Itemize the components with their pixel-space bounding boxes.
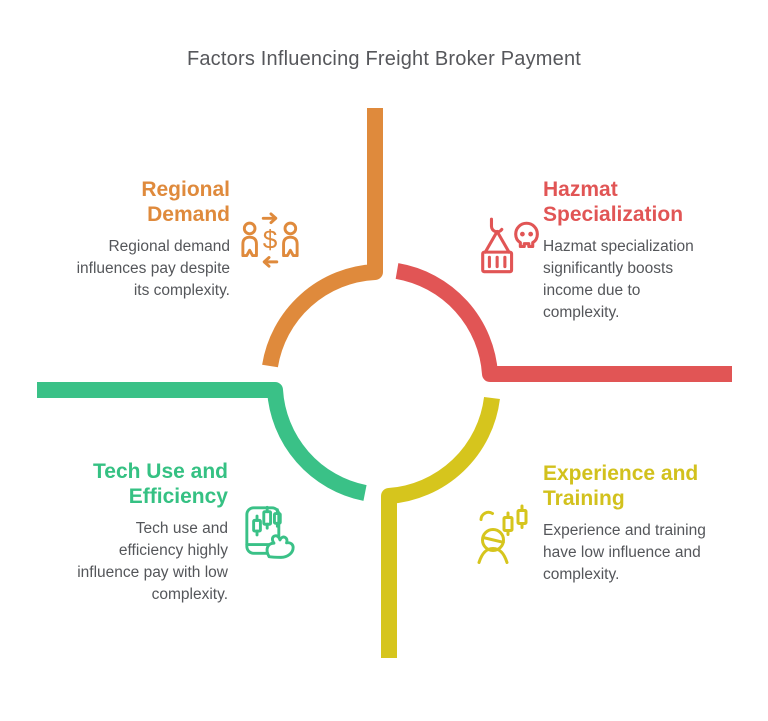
tech-use-efficiency-heading: Tech Use and Efficiency — [93, 460, 228, 508]
hazmat-specialization-body: Hazmat specialization significantly boos… — [543, 238, 694, 321]
person-candlestick-icon — [473, 503, 537, 567]
svg-text:$: $ — [263, 224, 278, 254]
experience-training-heading: Experience and Training — [543, 462, 699, 510]
tech-use-efficiency-body: Tech use and efficiency highly influence… — [77, 520, 228, 603]
experience-training-body: Experience and training have low influen… — [543, 522, 706, 583]
page-title: Factors Influencing Freight Broker Payme… — [186, 48, 582, 70]
quadrant-regional-demand: Regional Demand Regional demand influenc… — [30, 177, 230, 302]
orange-segment-arc — [262, 108, 383, 368]
regional-demand-heading: Regional Demand — [141, 178, 230, 226]
quadrant-tech-use-efficiency: Tech Use and Efficiency Tech use and eff… — [26, 459, 228, 606]
hazmat-crane-skull-icon — [474, 215, 544, 281]
quadrant-hazmat-specialization: Hazmat Specialization Hazmat specializat… — [543, 177, 735, 324]
green-segment-arc — [37, 382, 367, 501]
red-segment-arc — [395, 263, 732, 382]
hazmat-specialization-heading: Hazmat Specialization — [543, 178, 684, 226]
people-money-exchange-icon: $ — [237, 211, 303, 273]
trading-app-hand-icon — [240, 501, 306, 563]
quadrant-experience-training: Experience and Training Experience and t… — [543, 461, 739, 586]
regional-demand-body: Regional demand influences pay despite i… — [76, 238, 230, 299]
yellow-segment-arc — [381, 396, 500, 658]
